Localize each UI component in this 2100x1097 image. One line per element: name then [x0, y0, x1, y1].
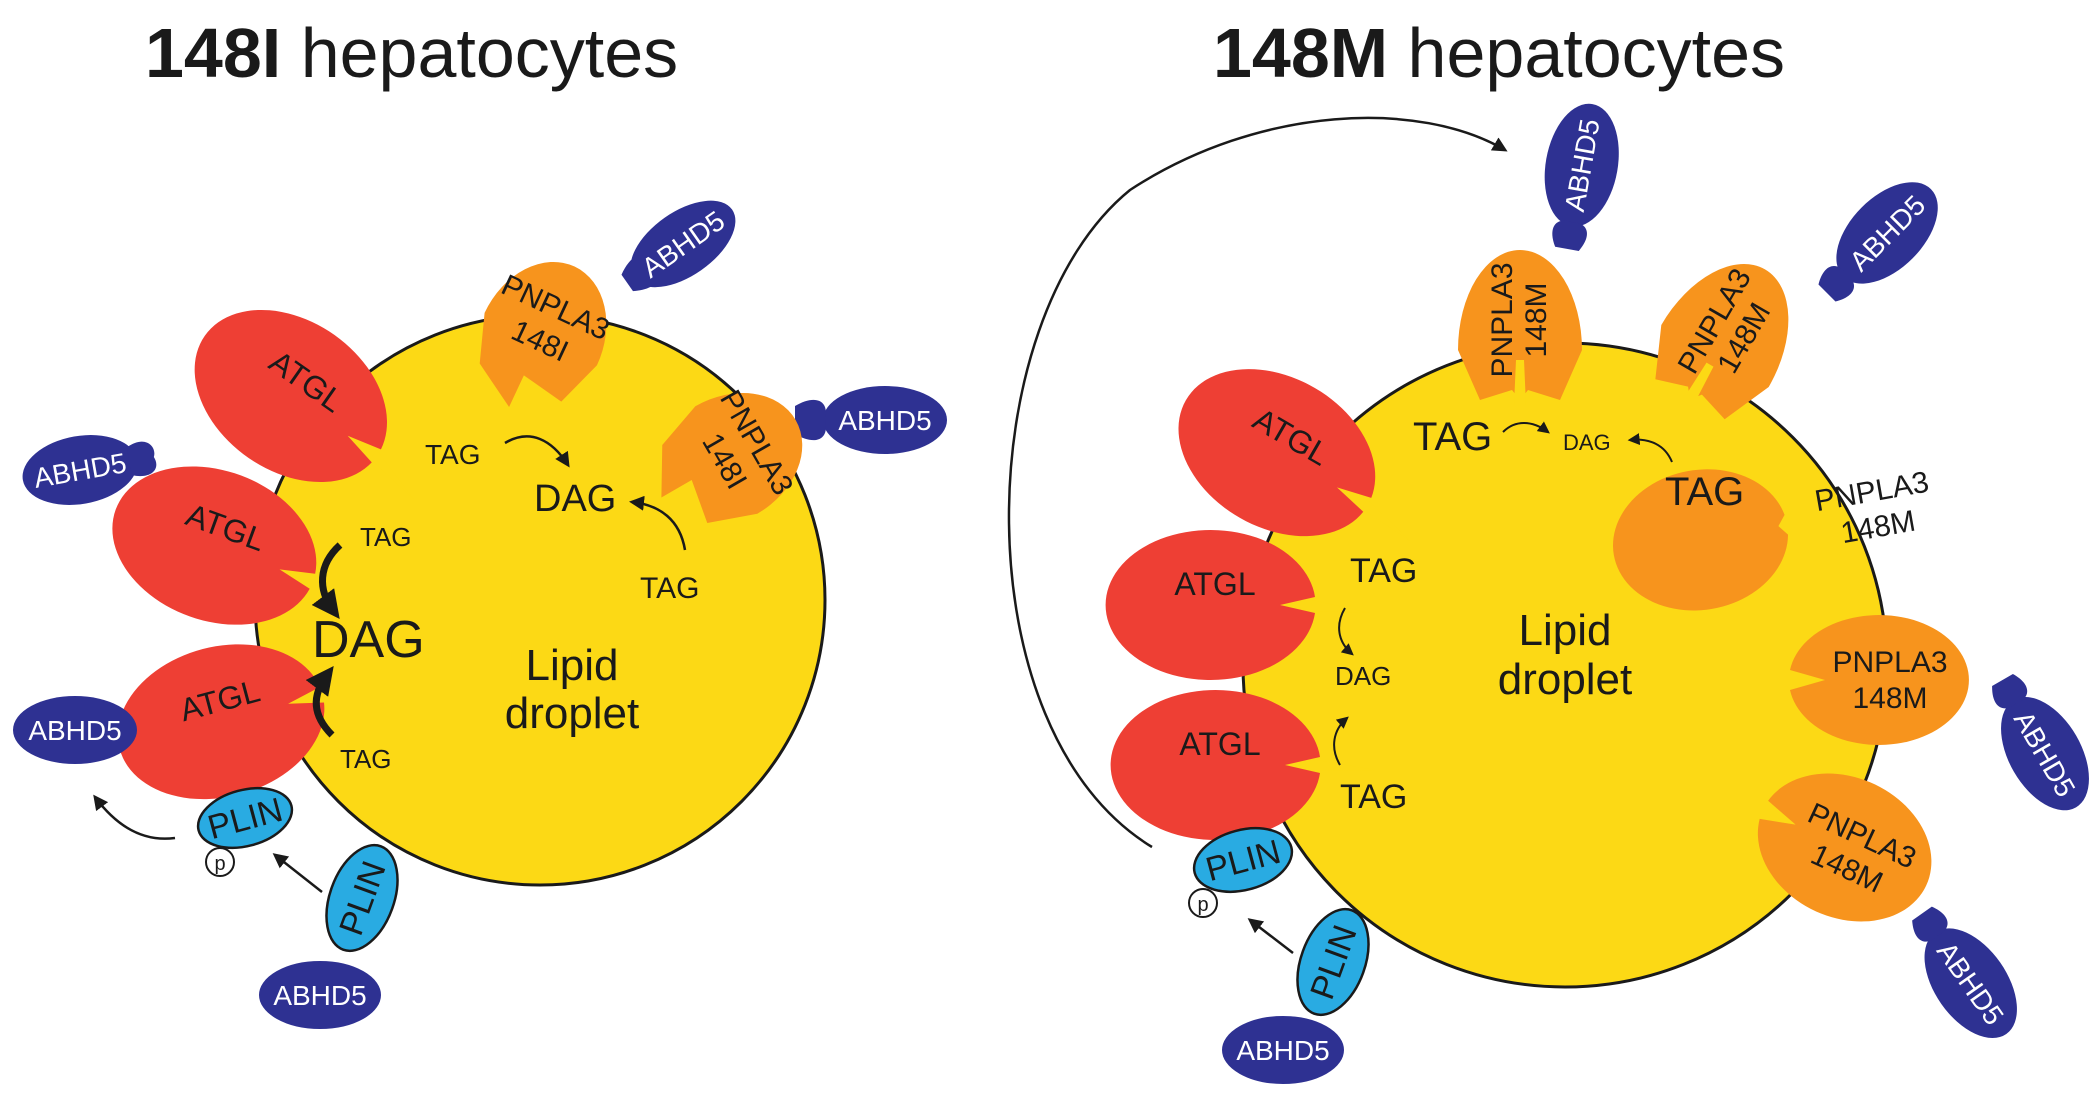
- tag-label: TAG: [360, 522, 412, 552]
- atgl-protein: ATGL: [1110, 690, 1375, 840]
- droplet-label: Lipid: [526, 641, 619, 690]
- pnpla3-148m-protein: PNPLA3 148M: [1757, 773, 1932, 922]
- svg-text:PNPLA3: PNPLA3: [1812, 466, 1931, 518]
- svg-text:PNPLA3: PNPLA3: [1832, 646, 1947, 679]
- svg-text:PNPLA3: PNPLA3: [1486, 262, 1519, 377]
- tag-label: TAG: [425, 439, 480, 470]
- phospho-marker: p: [1188, 888, 1218, 918]
- abhd5-protein: ABHD5: [13, 696, 137, 764]
- abhd5-protein: ABHD5: [1544, 103, 1619, 251]
- atgl-protein: ATGL: [117, 644, 325, 800]
- reaction-arrow: [1338, 607, 1354, 656]
- phosphorylation-arrow: [272, 853, 323, 893]
- abhd5-protein: ABHD5: [22, 435, 157, 505]
- svg-text:ATGL: ATGL: [1179, 726, 1260, 762]
- reaction-arrow: [311, 542, 343, 619]
- panel-title-148i: 148I hepatocytes: [145, 14, 678, 92]
- reaction-arrow: [305, 666, 335, 738]
- abhd5-protein: ABHD5: [795, 386, 947, 454]
- svg-text:p: p: [1197, 894, 1208, 916]
- atgl-protein: ATGL: [1178, 369, 1410, 541]
- plin-protein: PLIN: [1296, 907, 1370, 1017]
- abhd5-protein: ABHD5: [1220, 1014, 1346, 1086]
- svg-text:ABHD5: ABHD5: [273, 980, 366, 1011]
- dag-label: DAG: [1563, 430, 1611, 455]
- abhd5-protein: ABHD5: [257, 959, 383, 1031]
- pnpla3-148m-protein: PNPLA3 148M: [1790, 615, 1969, 745]
- reaction-arrow: [1333, 716, 1349, 766]
- release-arrow: [93, 794, 176, 840]
- reaction-arrow: [1627, 433, 1673, 463]
- reaction-arrow: [1502, 421, 1550, 434]
- droplet-label: droplet: [505, 689, 640, 738]
- svg-text:ATGL: ATGL: [1174, 566, 1255, 602]
- tag-label: TAG: [1413, 415, 1492, 459]
- svg-text:p: p: [214, 853, 225, 875]
- tag-label: TAG: [640, 572, 699, 605]
- droplet-label: Lipid: [1519, 606, 1612, 655]
- svg-text:ABHD5: ABHD5: [28, 715, 121, 746]
- svg-text:148M: 148M: [1520, 282, 1553, 357]
- atgl-protein: ATGL: [194, 309, 414, 499]
- abhd5-protein: ABHD5: [1818, 182, 1938, 302]
- dag-label: DAG: [534, 478, 616, 520]
- phosphorylation-arrow: [1247, 918, 1294, 954]
- plin-phosphorylated-protein: PLIN: [196, 786, 294, 850]
- panel-148i: 148I hepatocytes ABHD5 PNPLA3 148I ABHD5…: [13, 14, 947, 1031]
- tag-label: TAG: [340, 744, 392, 774]
- plin-phosphorylated-protein: PLIN: [1192, 827, 1294, 893]
- pnpla3-148m-protein: PNPLA3 148M: [1613, 466, 1931, 611]
- dag-label: DAG: [1335, 661, 1391, 691]
- svg-text:ABHD5: ABHD5: [838, 405, 931, 436]
- pnpla3-148m-protein: PNPLA3 148M: [1655, 263, 1789, 420]
- reaction-arrow: [504, 435, 570, 468]
- atgl-protein: ATGL: [1105, 530, 1370, 680]
- plin-protein: PLIN: [325, 843, 399, 953]
- abhd5-protein: ABHD5: [1992, 674, 2089, 811]
- abhd5-protein: ABHD5: [621, 200, 736, 292]
- svg-text:148M: 148M: [1852, 682, 1927, 715]
- droplet-label: droplet: [1498, 655, 1633, 704]
- reaction-arrow: [629, 495, 687, 551]
- recruitment-arrow: [1007, 116, 1508, 849]
- dag-label: DAG: [312, 611, 425, 669]
- tag-label: TAG: [1665, 470, 1744, 514]
- tag-label: TAG: [1350, 552, 1417, 590]
- atgl-protein: ATGL: [112, 466, 317, 625]
- tag-label: TAG: [1340, 778, 1407, 816]
- pnpla3-148m-protein: PNPLA3 148M: [1458, 250, 1582, 405]
- svg-text:ABHD5: ABHD5: [1236, 1035, 1329, 1066]
- pnpla3-148i-protein: PNPLA3 148I: [479, 261, 614, 408]
- phospho-marker: p: [205, 847, 235, 877]
- panel-148m: 148M hepatocytes ABHD5 PNPLA3 148M ABHD5: [1007, 14, 2089, 1086]
- panel-title-148m: 148M hepatocytes: [1213, 14, 1785, 92]
- abhd5-protein: ABHD5: [1912, 906, 2017, 1039]
